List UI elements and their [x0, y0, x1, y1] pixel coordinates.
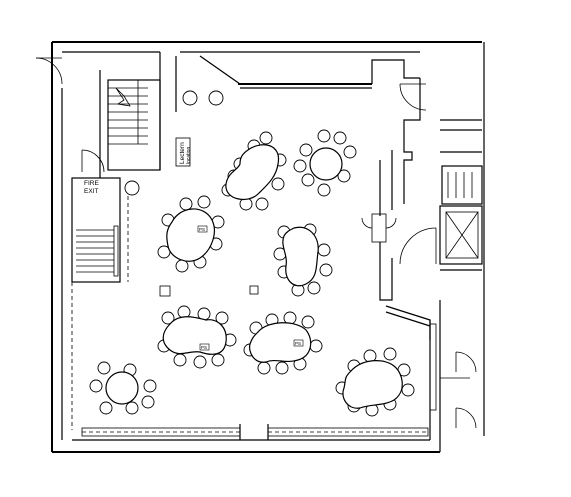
table-group-5[interactable]: PS [157, 305, 237, 369]
table-group-7[interactable] [89, 361, 157, 415]
table-group-4[interactable] [273, 223, 333, 297]
pillar [249, 285, 259, 295]
lectern-label-line1: Lectern [179, 142, 186, 164]
lectern-label-line2: location [186, 147, 192, 164]
lectern-location: Lectern location [175, 137, 192, 167]
outer-walls [35, 41, 482, 453]
right-walls [361, 42, 485, 452]
table-group-2[interactable] [293, 129, 357, 197]
interior-partitions [71, 196, 429, 440]
pillar [159, 285, 171, 297]
table-group-3[interactable]: PS [157, 195, 225, 273]
table-tag: PS [295, 341, 301, 346]
fire-exit-label-line1: FIRE [84, 180, 99, 187]
table-tag: PS [201, 345, 207, 350]
staircase-top [99, 52, 161, 178]
lift-shaft [439, 165, 483, 265]
standalone-chairs[interactable] [124, 90, 224, 196]
table-group-6[interactable]: PS [243, 311, 323, 375]
fire-exit-label-line2: EXIT [84, 188, 98, 195]
fire-exit-stair: FIRE EXIT [71, 149, 121, 283]
top-partition [175, 55, 427, 112]
table-group-1[interactable] [221, 131, 287, 211]
table-group-8[interactable] [335, 347, 415, 417]
table-tag: PS [199, 227, 205, 232]
